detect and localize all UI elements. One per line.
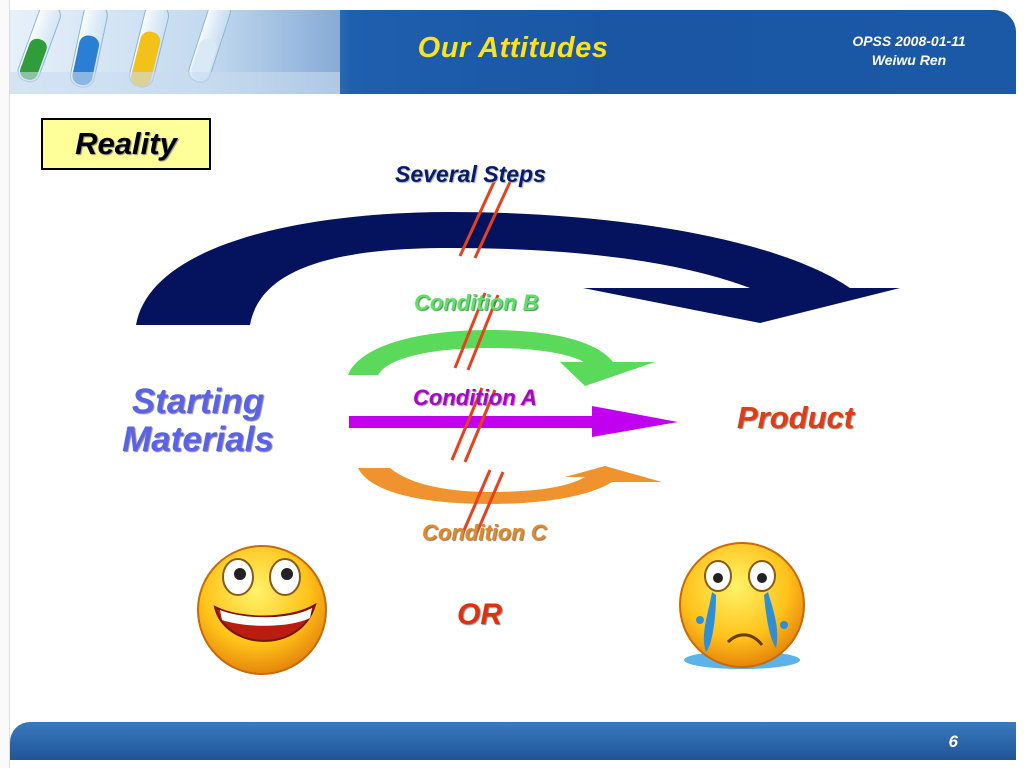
starting-materials-label: Starting Materials <box>100 383 296 459</box>
page-number: 6 <box>948 732 958 751</box>
slide-left-edge <box>0 0 10 768</box>
slide-date: OPSS 2008-01-11 <box>852 33 966 49</box>
condition-a-label: Condition A <box>413 385 537 410</box>
condition-b-label: Condition B <box>414 290 539 315</box>
strike-a-1 <box>450 387 484 461</box>
happy-smiley-icon <box>197 545 327 675</box>
strike-c-2 <box>473 471 505 538</box>
slide-meta: OPSS 2008-01-11 Weiwu Ren <box>824 32 994 70</box>
reality-box: Reality <box>41 118 211 170</box>
test-tubes-icon <box>10 10 340 94</box>
strike-b-1 <box>453 292 487 369</box>
slide-footer: 6 <box>10 722 1016 760</box>
crying-smiley-icon <box>679 542 805 669</box>
several-steps-arrow <box>136 212 900 325</box>
condition-b-arrow <box>348 330 655 386</box>
strike-steps-1 <box>458 179 497 257</box>
starting-line-1: Starting <box>131 382 265 421</box>
strike-c-1 <box>460 469 492 536</box>
or-label: OR <box>457 598 502 631</box>
slide-header: Our Attitudes OPSS 2008-01-11 Weiwu Ren <box>10 10 1016 94</box>
starting-line-2: Materials <box>122 420 274 459</box>
several-steps-label: Several Steps <box>395 161 546 187</box>
strike-b-2 <box>466 294 500 371</box>
condition-c-label: Condition C <box>422 520 547 545</box>
strike-steps-2 <box>473 181 512 259</box>
slide-author: Weiwu Ren <box>871 52 947 68</box>
condition-c-arrow <box>358 466 662 504</box>
condition-a-arrow <box>349 406 678 437</box>
strike-a-2 <box>463 389 497 463</box>
slide-title: Our Attitudes <box>417 32 609 64</box>
product-label: Product <box>737 400 855 435</box>
